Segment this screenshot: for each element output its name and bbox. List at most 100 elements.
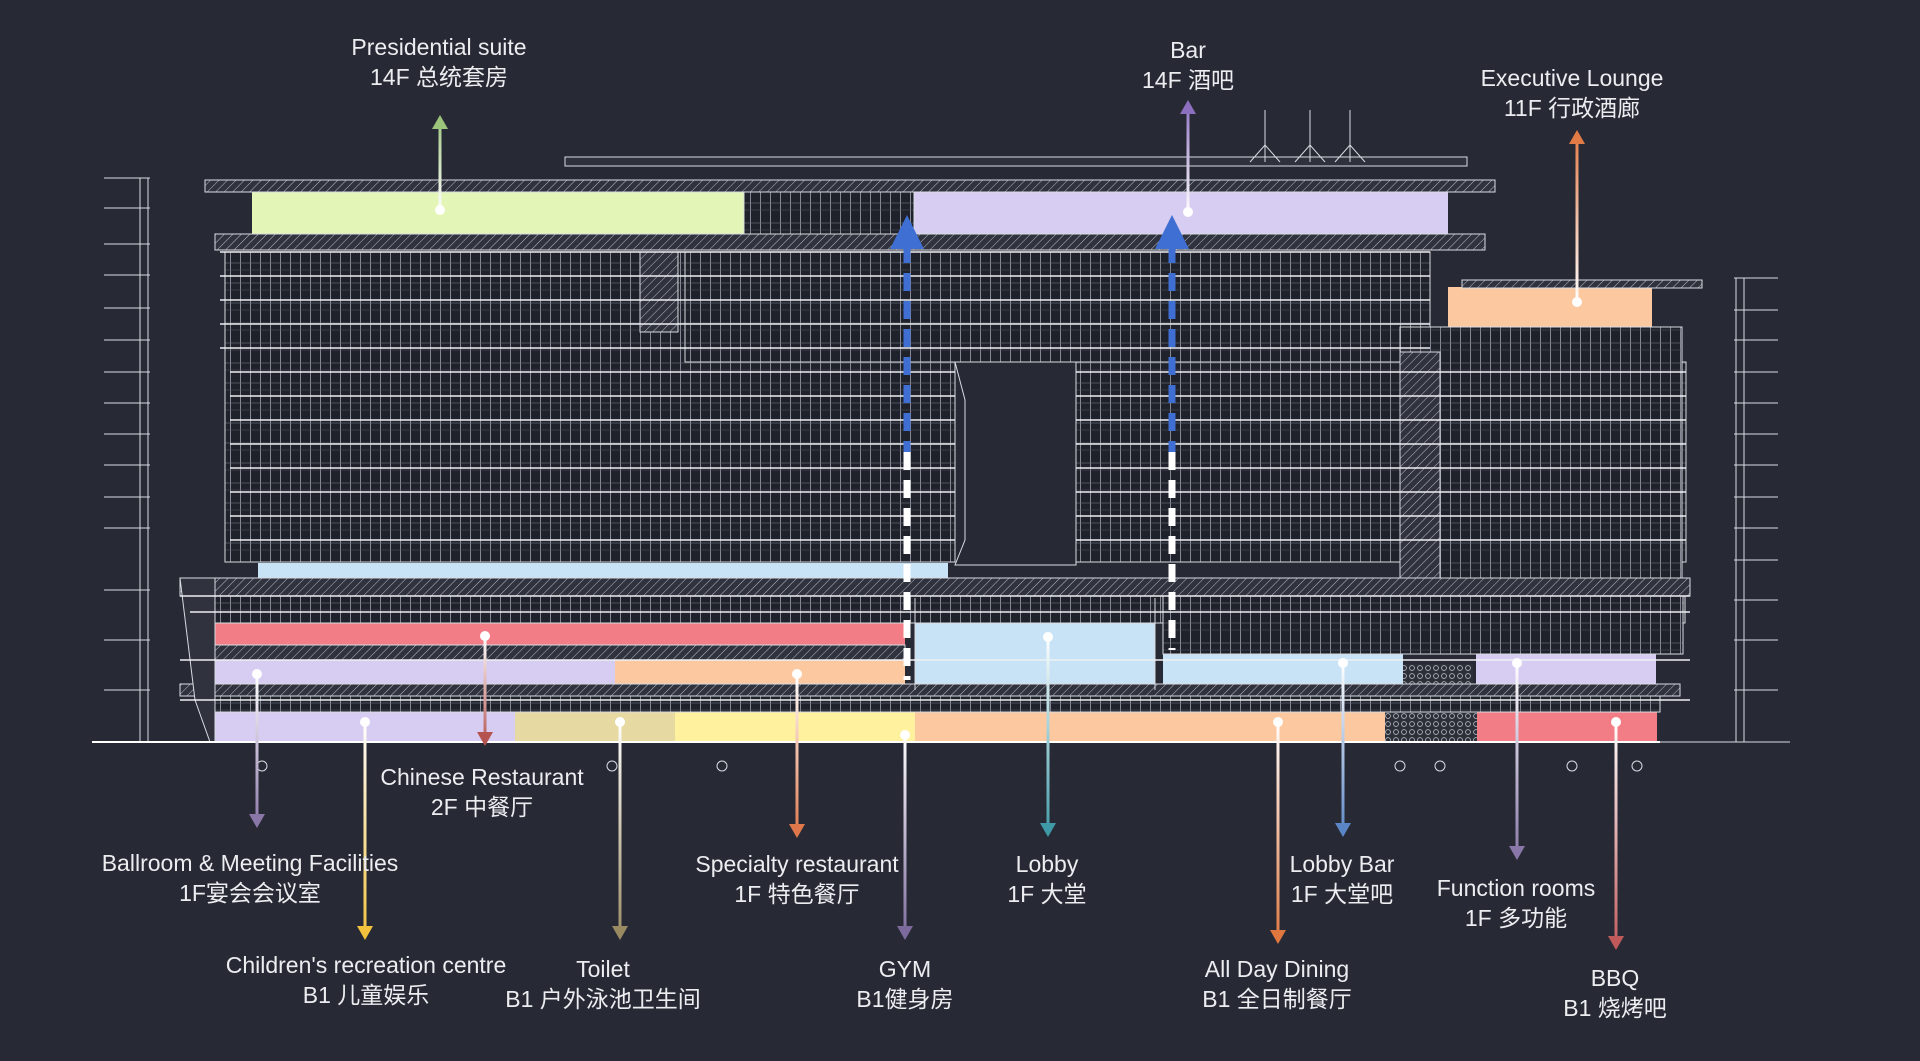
leader-arrowhead bbox=[1180, 100, 1196, 114]
label-cn: 1F 大堂 bbox=[1007, 881, 1087, 907]
leader-bbq bbox=[1608, 717, 1624, 950]
leader-arrowhead bbox=[1608, 936, 1624, 950]
label-en: All Day Dining bbox=[1204, 956, 1350, 982]
leader-arrowhead bbox=[477, 732, 493, 746]
leader-lobby-bar bbox=[1335, 658, 1351, 837]
leader-arrowhead bbox=[1569, 130, 1585, 144]
leader-dot bbox=[1273, 717, 1283, 727]
leader-dot bbox=[900, 730, 910, 740]
leader-arrowhead bbox=[612, 926, 628, 940]
leader-executive-lounge bbox=[1569, 130, 1585, 307]
floor-slabs bbox=[180, 251, 1690, 701]
leader-childrens-recreation bbox=[357, 717, 373, 940]
zone-ballroom-1f bbox=[215, 660, 615, 684]
leader-dot bbox=[1572, 297, 1582, 307]
zone-all-day-dining bbox=[915, 712, 1385, 742]
leader-ballroom bbox=[249, 669, 265, 828]
zone-gym bbox=[675, 712, 915, 742]
leader-dot bbox=[1183, 207, 1193, 217]
label-all-day-dining: All Day Dining B1 全日制餐厅 bbox=[1047, 954, 1507, 1014]
label-en: Lobby bbox=[1015, 851, 1079, 877]
label-chinese-restaurant: Chinese Restaurant 2F 中餐厅 bbox=[252, 762, 712, 822]
label-ballroom: Ballroom & Meeting Facilities 1F宴会会议室 bbox=[20, 848, 480, 908]
leader-dot bbox=[792, 669, 802, 679]
label-cn: B1健身房 bbox=[856, 986, 954, 1012]
leader-arrowhead bbox=[897, 926, 913, 940]
label-function-rooms: Function rooms 1F 多功能 bbox=[1286, 873, 1746, 933]
zone-specialty-1f bbox=[615, 660, 905, 684]
leader-arrowhead bbox=[432, 115, 448, 129]
leader-specialty-restaurant bbox=[789, 669, 805, 838]
zone-chinese-restaurant bbox=[195, 623, 905, 645]
leader-dot bbox=[360, 717, 370, 727]
leader-arrowhead bbox=[249, 814, 265, 828]
label-en: Ballroom & Meeting Facilities bbox=[101, 850, 399, 876]
label-executive-lounge: Executive Lounge 11F 行政酒廊 bbox=[1342, 63, 1802, 123]
leader-arrowhead bbox=[789, 824, 805, 838]
zone-toilet bbox=[515, 712, 675, 742]
label-en: Children's recreation centre bbox=[225, 952, 507, 978]
label-presidential-suite: Presidential suite 14F 总统套房 bbox=[209, 32, 669, 92]
zones bbox=[195, 192, 1657, 742]
leader-arrowhead bbox=[1335, 823, 1351, 837]
label-lobby-bar: Lobby Bar 1F 大堂吧 bbox=[1112, 849, 1572, 909]
label-lobby: Lobby 1F 大堂 bbox=[817, 849, 1277, 909]
elevator-shafts bbox=[890, 215, 1189, 680]
label-cn: 2F 中餐厅 bbox=[430, 794, 534, 820]
label-en: Toilet bbox=[576, 956, 630, 982]
label-childrens-recreation: Children's recreation centre B1 儿童娱乐 bbox=[136, 950, 596, 1010]
label-toilet: Toilet B1 户外泳池卫生间 bbox=[373, 954, 833, 1014]
leader-lobby bbox=[1040, 632, 1056, 837]
leader-arrowhead bbox=[1040, 823, 1056, 837]
label-en: BBQ bbox=[1590, 965, 1640, 991]
leader-lines bbox=[249, 100, 1624, 950]
label-bbq: BBQ B1 烧烤吧 bbox=[1385, 963, 1845, 1023]
leader-dot bbox=[1611, 717, 1621, 727]
label-cn: B1 烧烤吧 bbox=[1563, 995, 1667, 1021]
label-en: GYM bbox=[878, 956, 932, 982]
leader-function-rooms bbox=[1509, 658, 1525, 860]
label-cn: 1F 多功能 bbox=[1464, 905, 1568, 931]
leader-dot bbox=[1338, 658, 1348, 668]
zone-bar bbox=[914, 192, 1448, 234]
label-en: Presidential suite bbox=[351, 34, 527, 60]
zone-executive-lounge bbox=[1448, 287, 1652, 327]
zone-presidential-suite bbox=[252, 192, 744, 234]
leader-toilet bbox=[612, 717, 628, 940]
leader-dot bbox=[435, 205, 445, 215]
label-cn: 1F宴会会议室 bbox=[179, 880, 321, 906]
leader-arrowhead bbox=[1509, 846, 1525, 860]
label-en: Specialty restaurant bbox=[695, 851, 899, 877]
leader-chinese-restaurant bbox=[477, 631, 493, 746]
leader-dot bbox=[480, 631, 490, 641]
elevator-arrow-right bbox=[1155, 215, 1189, 249]
label-en: Bar bbox=[1170, 37, 1206, 63]
label-cn: 1F 特色餐厅 bbox=[734, 881, 860, 907]
label-cn: 11F 行政酒廊 bbox=[1503, 95, 1641, 121]
leader-arrowhead bbox=[1270, 930, 1286, 944]
leader-all-day-dining bbox=[1270, 717, 1286, 944]
label-gym: GYM B1健身房 bbox=[675, 954, 1135, 1014]
label-en: Function rooms bbox=[1436, 875, 1596, 901]
label-en: Lobby Bar bbox=[1289, 851, 1395, 877]
level-ticks bbox=[104, 177, 1778, 743]
leader-gym bbox=[897, 730, 913, 940]
leader-arrowhead bbox=[357, 926, 373, 940]
label-cn: 1F 大堂吧 bbox=[1290, 881, 1394, 907]
leader-bar bbox=[1180, 100, 1196, 217]
leader-dot bbox=[252, 669, 262, 679]
zone-function-rooms bbox=[1476, 654, 1656, 684]
label-cn: B1 全日制餐厅 bbox=[1202, 986, 1352, 1012]
zone-lobby-bar bbox=[1163, 654, 1403, 684]
label-en: Executive Lounge bbox=[1480, 65, 1664, 91]
label-cn: 14F 总统套房 bbox=[369, 64, 509, 90]
label-bar: Bar 14F 酒吧 bbox=[958, 35, 1418, 95]
elevator-arrow-left bbox=[890, 215, 924, 249]
label-en: Chinese Restaurant bbox=[380, 764, 584, 790]
label-cn: B1 儿童娱乐 bbox=[302, 982, 430, 1008]
leader-dot bbox=[1043, 632, 1053, 642]
leader-dot bbox=[1512, 658, 1522, 668]
label-specialty-restaurant: Specialty restaurant 1F 特色餐厅 bbox=[567, 849, 1027, 909]
leader-dot bbox=[615, 717, 625, 727]
